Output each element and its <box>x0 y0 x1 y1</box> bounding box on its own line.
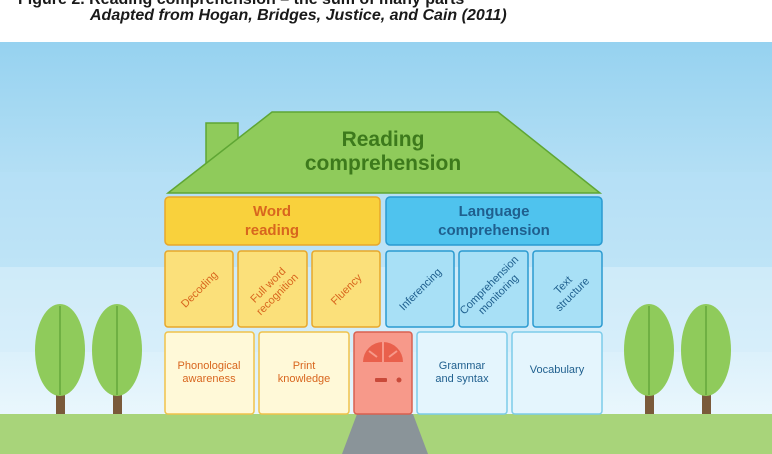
word-reading-title-line2: reading <box>245 222 299 239</box>
tree-icon <box>92 304 142 414</box>
figure-source: Adapted from Hogan, Bridges, Justice, an… <box>90 7 507 24</box>
decoding-box <box>164 250 234 328</box>
text-structure-box <box>532 250 603 328</box>
door-icon <box>353 331 413 415</box>
grammar-and-syntax-label-line1: Grammar <box>439 360 486 372</box>
tree-icon <box>624 304 674 414</box>
roof-title-line1: Reading <box>342 128 425 151</box>
phonological-awareness-label-line1: Phonological <box>178 360 241 372</box>
figure-title: Figure 2. Reading comprehension – the su… <box>18 0 464 9</box>
comprehension-monitoring-box <box>458 250 529 328</box>
print-knowledge-label-line1: Print <box>293 360 316 372</box>
language-comprehension-header <box>385 196 603 246</box>
phonological-awareness-label-line2: awareness <box>182 373 236 385</box>
word-reading-header <box>164 196 381 246</box>
vocabulary-box <box>511 331 603 415</box>
garden-path <box>342 414 428 454</box>
roof <box>165 111 603 194</box>
language-comprehension-title-line1: Language <box>459 203 530 220</box>
full-word-recognition-box <box>237 250 308 328</box>
grammar-and-syntax-label-line2: and syntax <box>435 373 489 385</box>
word-reading-title-line1: Word <box>253 203 291 220</box>
inferencing-box <box>385 250 455 328</box>
print-knowledge-label-line2: knowledge <box>278 373 331 385</box>
tree-icon <box>35 304 85 414</box>
roof-title-line2: comprehension <box>305 152 461 175</box>
phonological-awareness-box <box>164 331 255 415</box>
fluency-box <box>311 250 381 328</box>
language-comprehension-title-line2: comprehension <box>438 222 550 239</box>
vocabulary-label-line1: Vocabulary <box>530 364 585 376</box>
grammar-and-syntax-box <box>416 331 508 415</box>
figure-caption: Figure 2. Reading comprehension – the su… <box>0 0 772 42</box>
print-knowledge-box <box>258 331 350 415</box>
tree-icon <box>681 304 731 414</box>
